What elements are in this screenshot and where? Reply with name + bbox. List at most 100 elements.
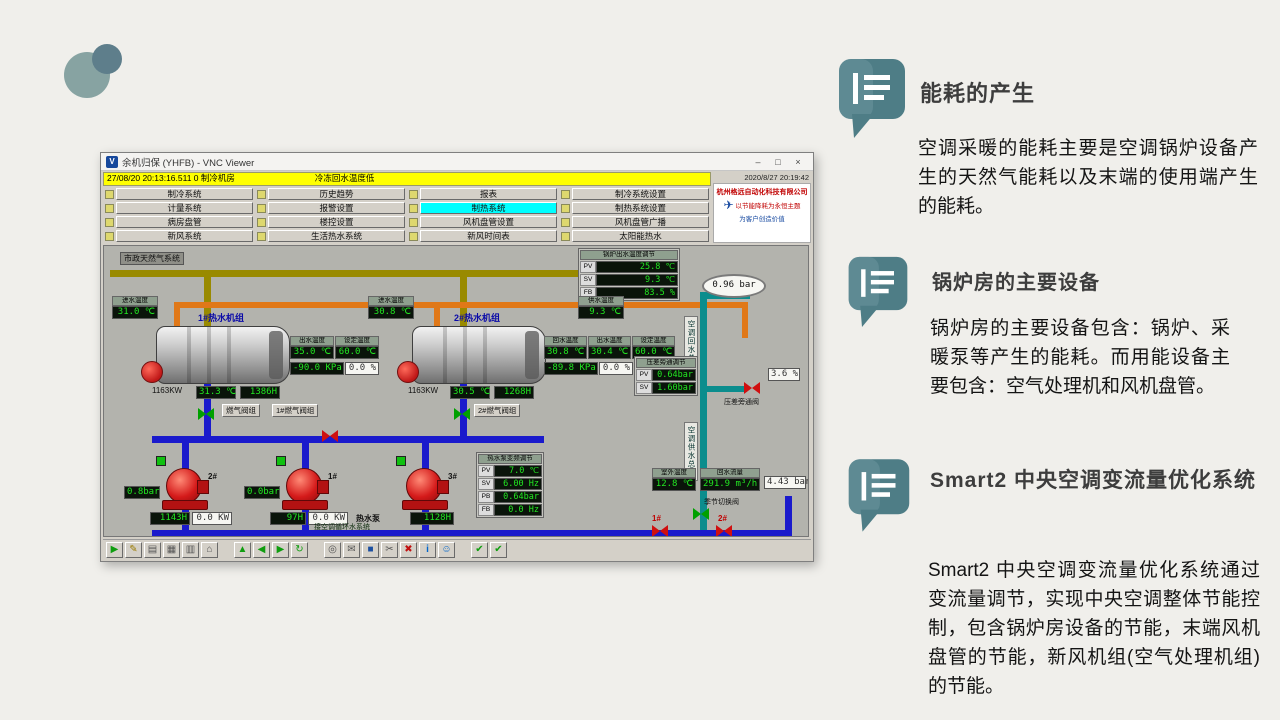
cut-icon[interactable]: ✂ <box>381 541 398 558</box>
boiler2-name: 2#热水机组 <box>454 313 501 323</box>
gas-pipe <box>110 270 622 277</box>
calculator-icon[interactable]: ▦ <box>163 541 180 558</box>
close-button[interactable]: × <box>795 156 801 167</box>
menu-indicator <box>561 217 570 227</box>
nav-back-icon[interactable]: ◀ <box>253 541 270 558</box>
season-valve-icon <box>693 508 709 520</box>
report-icon[interactable]: ▥ <box>182 541 199 558</box>
boiler1-power-label: 1163KW <box>152 386 183 395</box>
confirm-icon[interactable]: ✔ <box>471 541 488 558</box>
pump2-id-label: 2# <box>208 472 217 481</box>
printer-icon[interactable]: ▤ <box>144 541 161 558</box>
user-icon[interactable]: ☺ <box>438 541 455 558</box>
info-icon[interactable]: i <box>419 541 436 558</box>
menu-button[interactable]: 计量系统 <box>116 202 253 214</box>
pressure-gauge: 0.96 bar <box>702 274 766 298</box>
boiler1-valve-group-button[interactable]: 燃气阀组 <box>222 404 260 417</box>
menu-button[interactable]: 历史趋势 <box>268 188 405 200</box>
menu-indicator <box>257 217 266 227</box>
pen-icon[interactable]: ✎ <box>125 541 142 558</box>
boiler2-inlet-temp-readout: 进水温度 30.8 ℃ <box>368 296 414 319</box>
section-pin-icon <box>848 459 910 532</box>
menu-indicator <box>409 203 418 213</box>
return-flow-readout: 回水流量 291.9 m³/h <box>700 468 760 491</box>
refresh-icon[interactable]: ↻ <box>291 541 308 558</box>
company-slogan-2: 为客户创造价值 <box>739 216 785 223</box>
boiler1-valve-group-button-2[interactable]: 1#燃气阀组 <box>272 404 319 417</box>
menu-indicator <box>409 217 418 227</box>
menu-button[interactable]: 新风系统 <box>116 230 253 242</box>
bottom-system-label: 接空调循环水系统 <box>314 524 370 531</box>
confirm-all-icon[interactable]: ✔ <box>490 541 507 558</box>
maximize-button[interactable]: □ <box>775 156 781 167</box>
play-icon[interactable]: ▶ <box>106 541 123 558</box>
red-valve-icon <box>322 430 338 442</box>
outdoor-temp-readout: 室外温度 12.8 ℃ <box>652 468 696 491</box>
supply-riser-label: 空调供水总管 <box>684 422 698 481</box>
pump2-hours-readout: 1143H <box>150 512 190 525</box>
menu-button[interactable]: 报警设置 <box>268 202 405 214</box>
hot-supply-pipe <box>174 302 748 308</box>
season-valve-label: 季节切换阀 <box>704 499 739 506</box>
supply-temp-readout: 供水温度 9.3 ℃ <box>578 296 624 319</box>
menu-indicator <box>409 189 418 199</box>
company-slogan: 以节能降耗为永恒主题 <box>735 203 801 210</box>
section-pin-icon <box>848 256 908 328</box>
hot-supply-pipe <box>174 302 180 328</box>
menu-button[interactable]: 新风时间表 <box>420 230 557 242</box>
boiler2-pressure-row: -89.8 KPa 0.0 % <box>544 362 633 375</box>
pump3-status-indicator <box>396 456 406 466</box>
menu-button[interactable]: 报表 <box>420 188 557 200</box>
gas-pipe <box>204 270 211 326</box>
bypass-open-readout: 3.6 % <box>768 368 800 381</box>
boiler2-runtime-hours: 1268H <box>494 386 534 399</box>
bypass-valve-label: 压差旁通阀 <box>724 399 759 406</box>
close-icon[interactable]: ✖ <box>400 541 417 558</box>
boiler2-power-label: 1163KW <box>408 386 439 395</box>
return-pressure-readout: 0.0bar <box>244 486 280 499</box>
boiler2-valve-group-button[interactable]: 2#燃气阀组 <box>474 404 521 417</box>
company-logo-icon: ✈ <box>723 198 734 212</box>
section-body-1: 空调采暖的能耗主要是空调锅炉设备产生的天然气能耗以及末端的使用端产生的能耗。 <box>918 138 1258 217</box>
menu-button[interactable]: 制热系统设置 <box>572 202 709 214</box>
home-icon[interactable]: ⌂ <box>201 541 218 558</box>
boiler-1-graphic <box>141 326 290 384</box>
datetime-label: 2020/8/27 20:19:42 <box>744 173 809 182</box>
menu-button[interactable]: 风机盘管设置 <box>420 216 557 228</box>
valve1-label: 1# <box>652 514 661 523</box>
menu-button[interactable]: 制冷系统设置 <box>572 188 709 200</box>
water-pipe <box>182 442 189 470</box>
gas-pipe <box>460 270 467 326</box>
mail-icon[interactable]: ✉ <box>343 541 360 558</box>
menu-indicator <box>257 189 266 199</box>
pump1-hours-readout: 97H <box>270 512 306 525</box>
nav-forward-icon[interactable]: ▶ <box>272 541 289 558</box>
menu-button[interactable]: 楼控设置 <box>268 216 405 228</box>
water-pipe <box>422 442 429 470</box>
menu-button-active[interactable]: 制热系统 <box>420 202 557 214</box>
valve2-label: 2# <box>718 514 727 523</box>
save-icon[interactable]: ■ <box>362 541 379 558</box>
riser-pipe <box>700 292 707 534</box>
minimize-button[interactable]: – <box>755 156 761 167</box>
search-icon[interactable]: ◎ <box>324 541 341 558</box>
company-name: 杭州格远自动化科技有限公司 <box>716 189 808 196</box>
menu-button[interactable]: 制冷系统 <box>116 188 253 200</box>
menu-indicator <box>409 231 418 241</box>
menu-button[interactable]: 生活热水系统 <box>268 230 405 242</box>
boiler1-runtime-hours: 1386H <box>240 386 280 399</box>
nav-up-icon[interactable]: ▲ <box>234 541 251 558</box>
boiler1-pressure-row: -90.0 KPa 0.0 % <box>290 362 379 375</box>
water-pipe <box>152 436 544 443</box>
red-valve-icon <box>716 525 732 536</box>
menu-button[interactable]: 风机盘管广播 <box>572 216 709 228</box>
menu-button[interactable]: 病房盘管 <box>116 216 253 228</box>
pump1-power-readout: 0.0 KW <box>308 512 348 525</box>
decor-circle-small <box>92 44 122 74</box>
menu-button[interactable]: 太阳能热水 <box>572 230 709 242</box>
menu-indicator <box>561 189 570 199</box>
